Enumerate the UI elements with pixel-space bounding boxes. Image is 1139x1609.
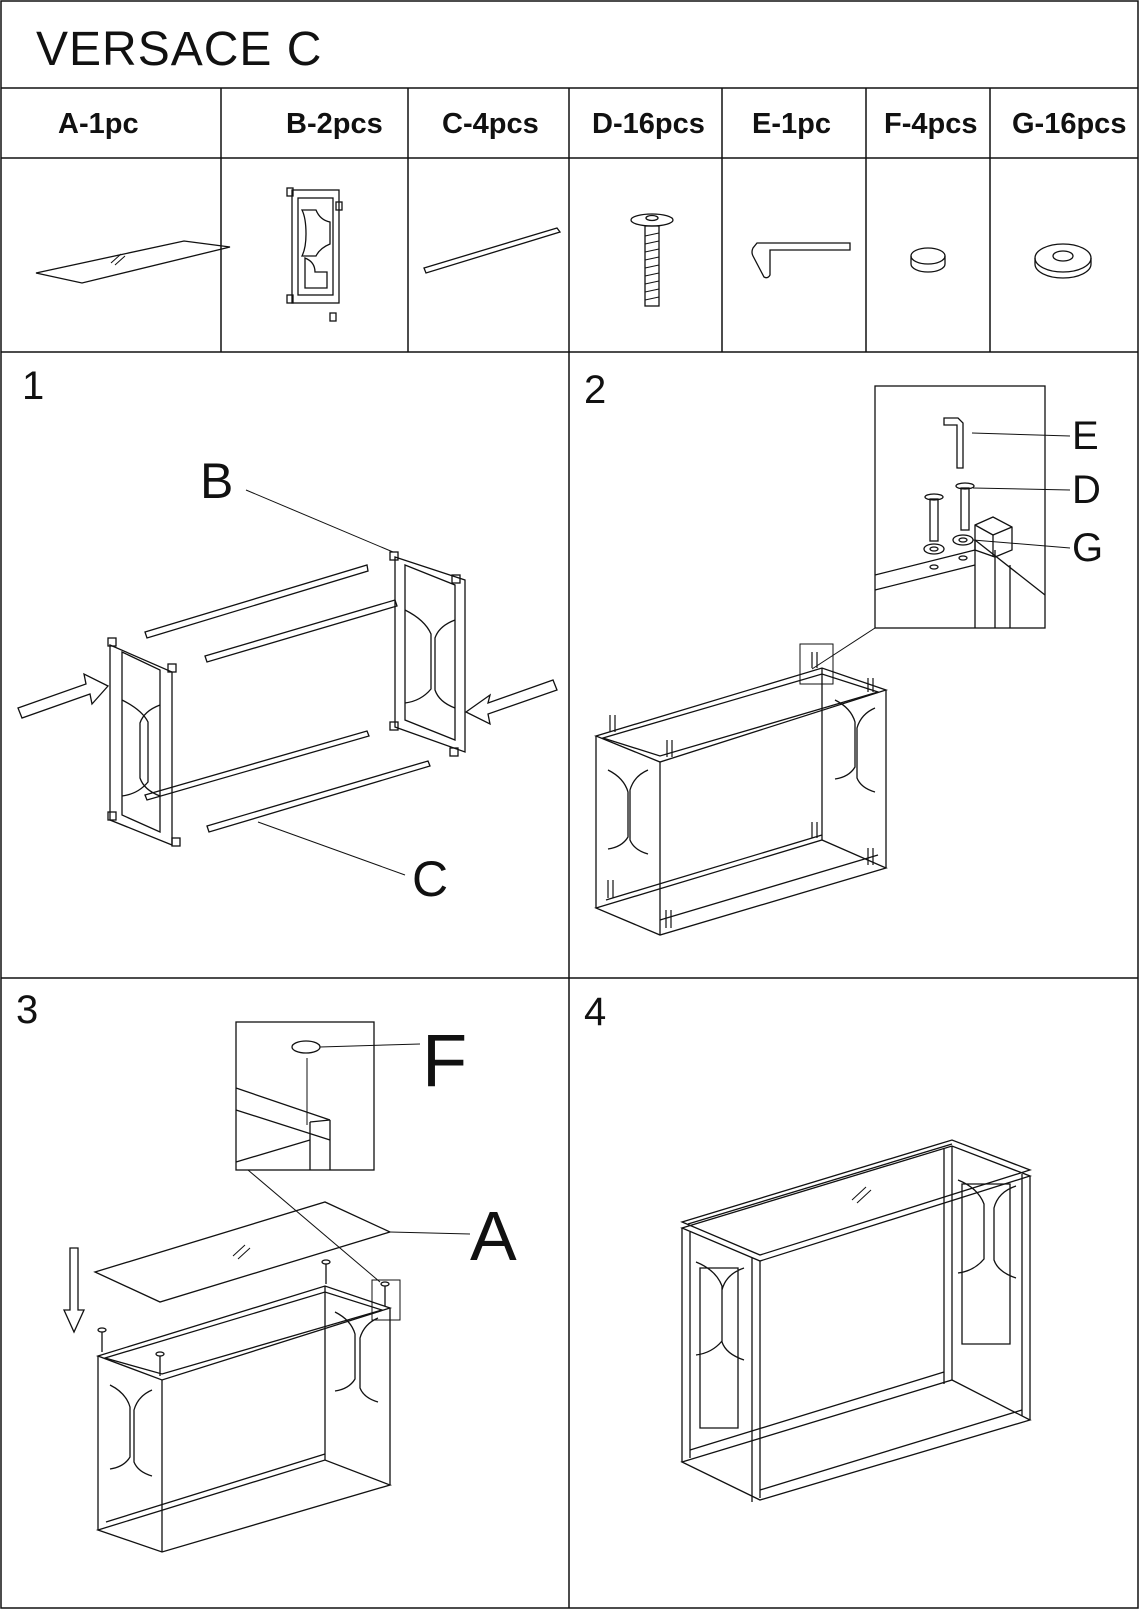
part-c-label: C-4pcs [442,108,539,140]
step-3-diagram [62,1021,471,1553]
bolt-icon [630,213,674,307]
washer-icon [1034,243,1092,279]
step-1-number: 1 [22,364,45,408]
pad-icon [910,247,946,273]
allen-key-icon [751,242,851,279]
callout-a: A [470,1197,517,1275]
part-a-label: A-1pc [58,108,139,140]
part-d-label: D-16pcs [592,108,705,140]
part-f-label: F-4pcs [884,108,978,140]
step-2-diagram [594,385,1071,936]
part-e-label: E-1pc [752,108,831,140]
crossbar-icon [423,227,562,274]
callout-e: E [1072,414,1099,458]
callout-g: G [1072,526,1104,570]
glass-top-icon [35,240,231,284]
part-g-label: G-16pcs [1012,108,1127,140]
product-title: VERSACE C [36,23,323,76]
step-1-diagram [17,489,558,876]
step-4-diagram [680,1139,1032,1502]
part-b-label: B-2pcs [286,108,383,140]
callout-f: F [422,1019,468,1102]
step-4-number: 4 [584,990,607,1034]
side-frame-icon [286,187,343,322]
callout-c: C [412,851,449,907]
callout-d: D [1072,468,1101,512]
step-3-number: 3 [16,988,39,1032]
step-2-number: 2 [584,368,607,412]
callout-b: B [200,453,234,509]
